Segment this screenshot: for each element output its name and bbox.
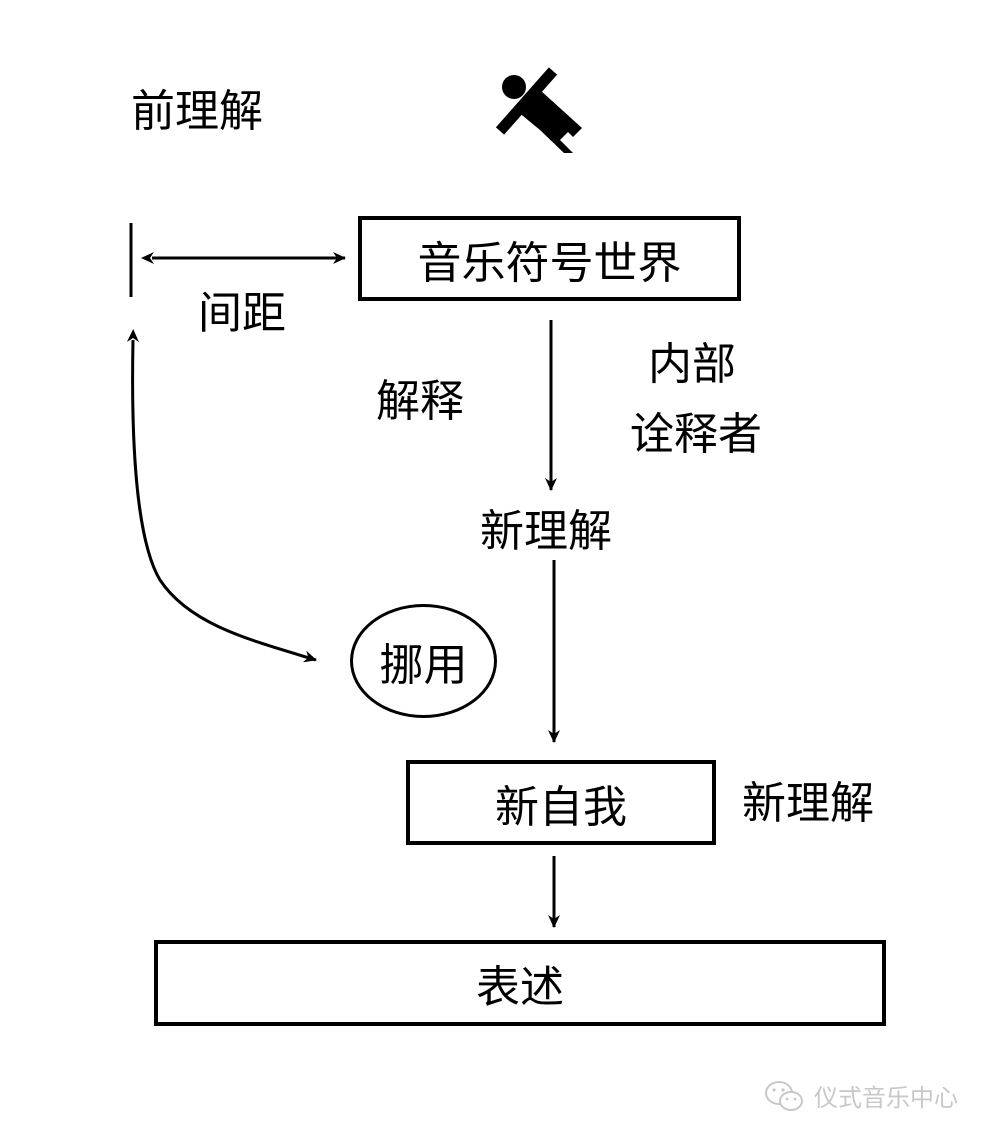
pre-understanding-label: 前理解 [131,86,263,137]
watermark-text: 仪式音乐中心 [814,1084,958,1112]
wechat-icon [765,1080,803,1111]
music-symbol-world-box: 音乐符号世界 [358,216,741,301]
appropriation-label: 挪用 [379,640,468,691]
interpretation-label: 解释 [376,376,464,427]
new-self-label: 新自我 [495,781,627,833]
watermark: 仪式音乐中心 [764,1078,958,1113]
new-understanding-mid-label: 新理解 [480,506,612,557]
new-self-box: 新自我 [406,760,716,845]
appropriation-curve-arrow [126,329,317,663]
music-symbol-world-label: 音乐符号世界 [417,237,682,289]
expression-label: 表述 [476,962,564,1013]
distance-label: 间距 [198,288,286,339]
inner-label: 内部 [648,339,736,390]
person-stretching-icon [495,67,582,153]
interpreter-label: 诠释者 [630,409,762,460]
expression-box: 表述 [154,940,886,1026]
new-understanding-right-label: 新理解 [742,778,874,829]
appropriation-ellipse: 挪用 [350,604,497,718]
